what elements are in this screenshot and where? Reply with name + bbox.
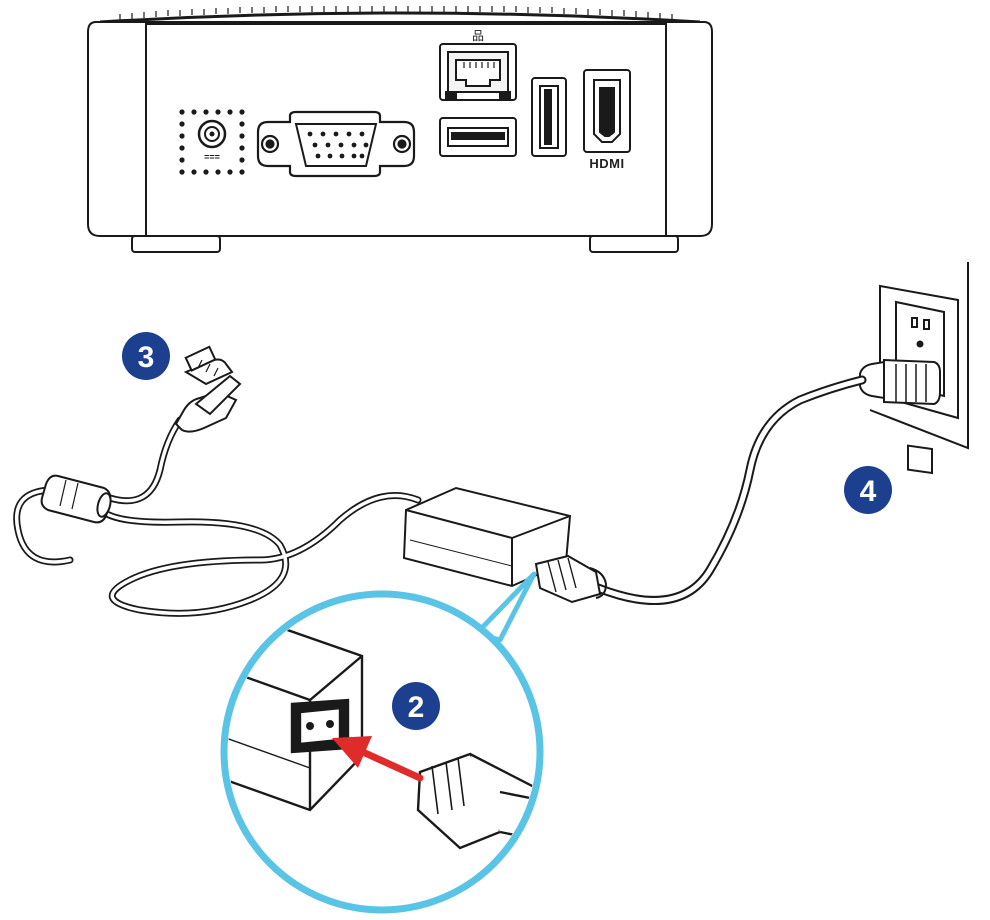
vga-port <box>256 110 416 178</box>
top-vent-pattern <box>119 6 673 20</box>
step-number-2: 2 <box>408 691 425 724</box>
hdmi-port: HDMI <box>583 69 631 171</box>
wall-plug <box>859 358 941 406</box>
power-adapter <box>402 486 608 604</box>
step-number-3: 3 <box>138 341 155 374</box>
right-foot <box>589 235 679 253</box>
dc-barrel-plug <box>174 345 242 433</box>
step-badge-2: 2 <box>392 682 440 730</box>
usb-port-vertical <box>531 77 567 157</box>
ac-cord-outer <box>593 375 867 605</box>
step-badge-4: 4 <box>844 466 892 514</box>
lan-icon: 品 <box>472 29 484 43</box>
left-foot <box>131 235 221 253</box>
ac-cord-inner <box>595 377 865 603</box>
ferrite-bead <box>40 474 112 524</box>
lan-port: 品 <box>439 29 517 101</box>
step-badge-3: 3 <box>122 332 170 380</box>
dc-in-label: === <box>204 152 220 162</box>
ac-plug-into-adapter <box>534 554 608 604</box>
hdmi-label: HDMI <box>589 156 624 171</box>
step-number-4: 4 <box>860 475 877 508</box>
usb-port-horizontal <box>439 117 517 157</box>
dc-in-port: === <box>179 109 245 175</box>
insertion-arrow <box>332 736 424 782</box>
